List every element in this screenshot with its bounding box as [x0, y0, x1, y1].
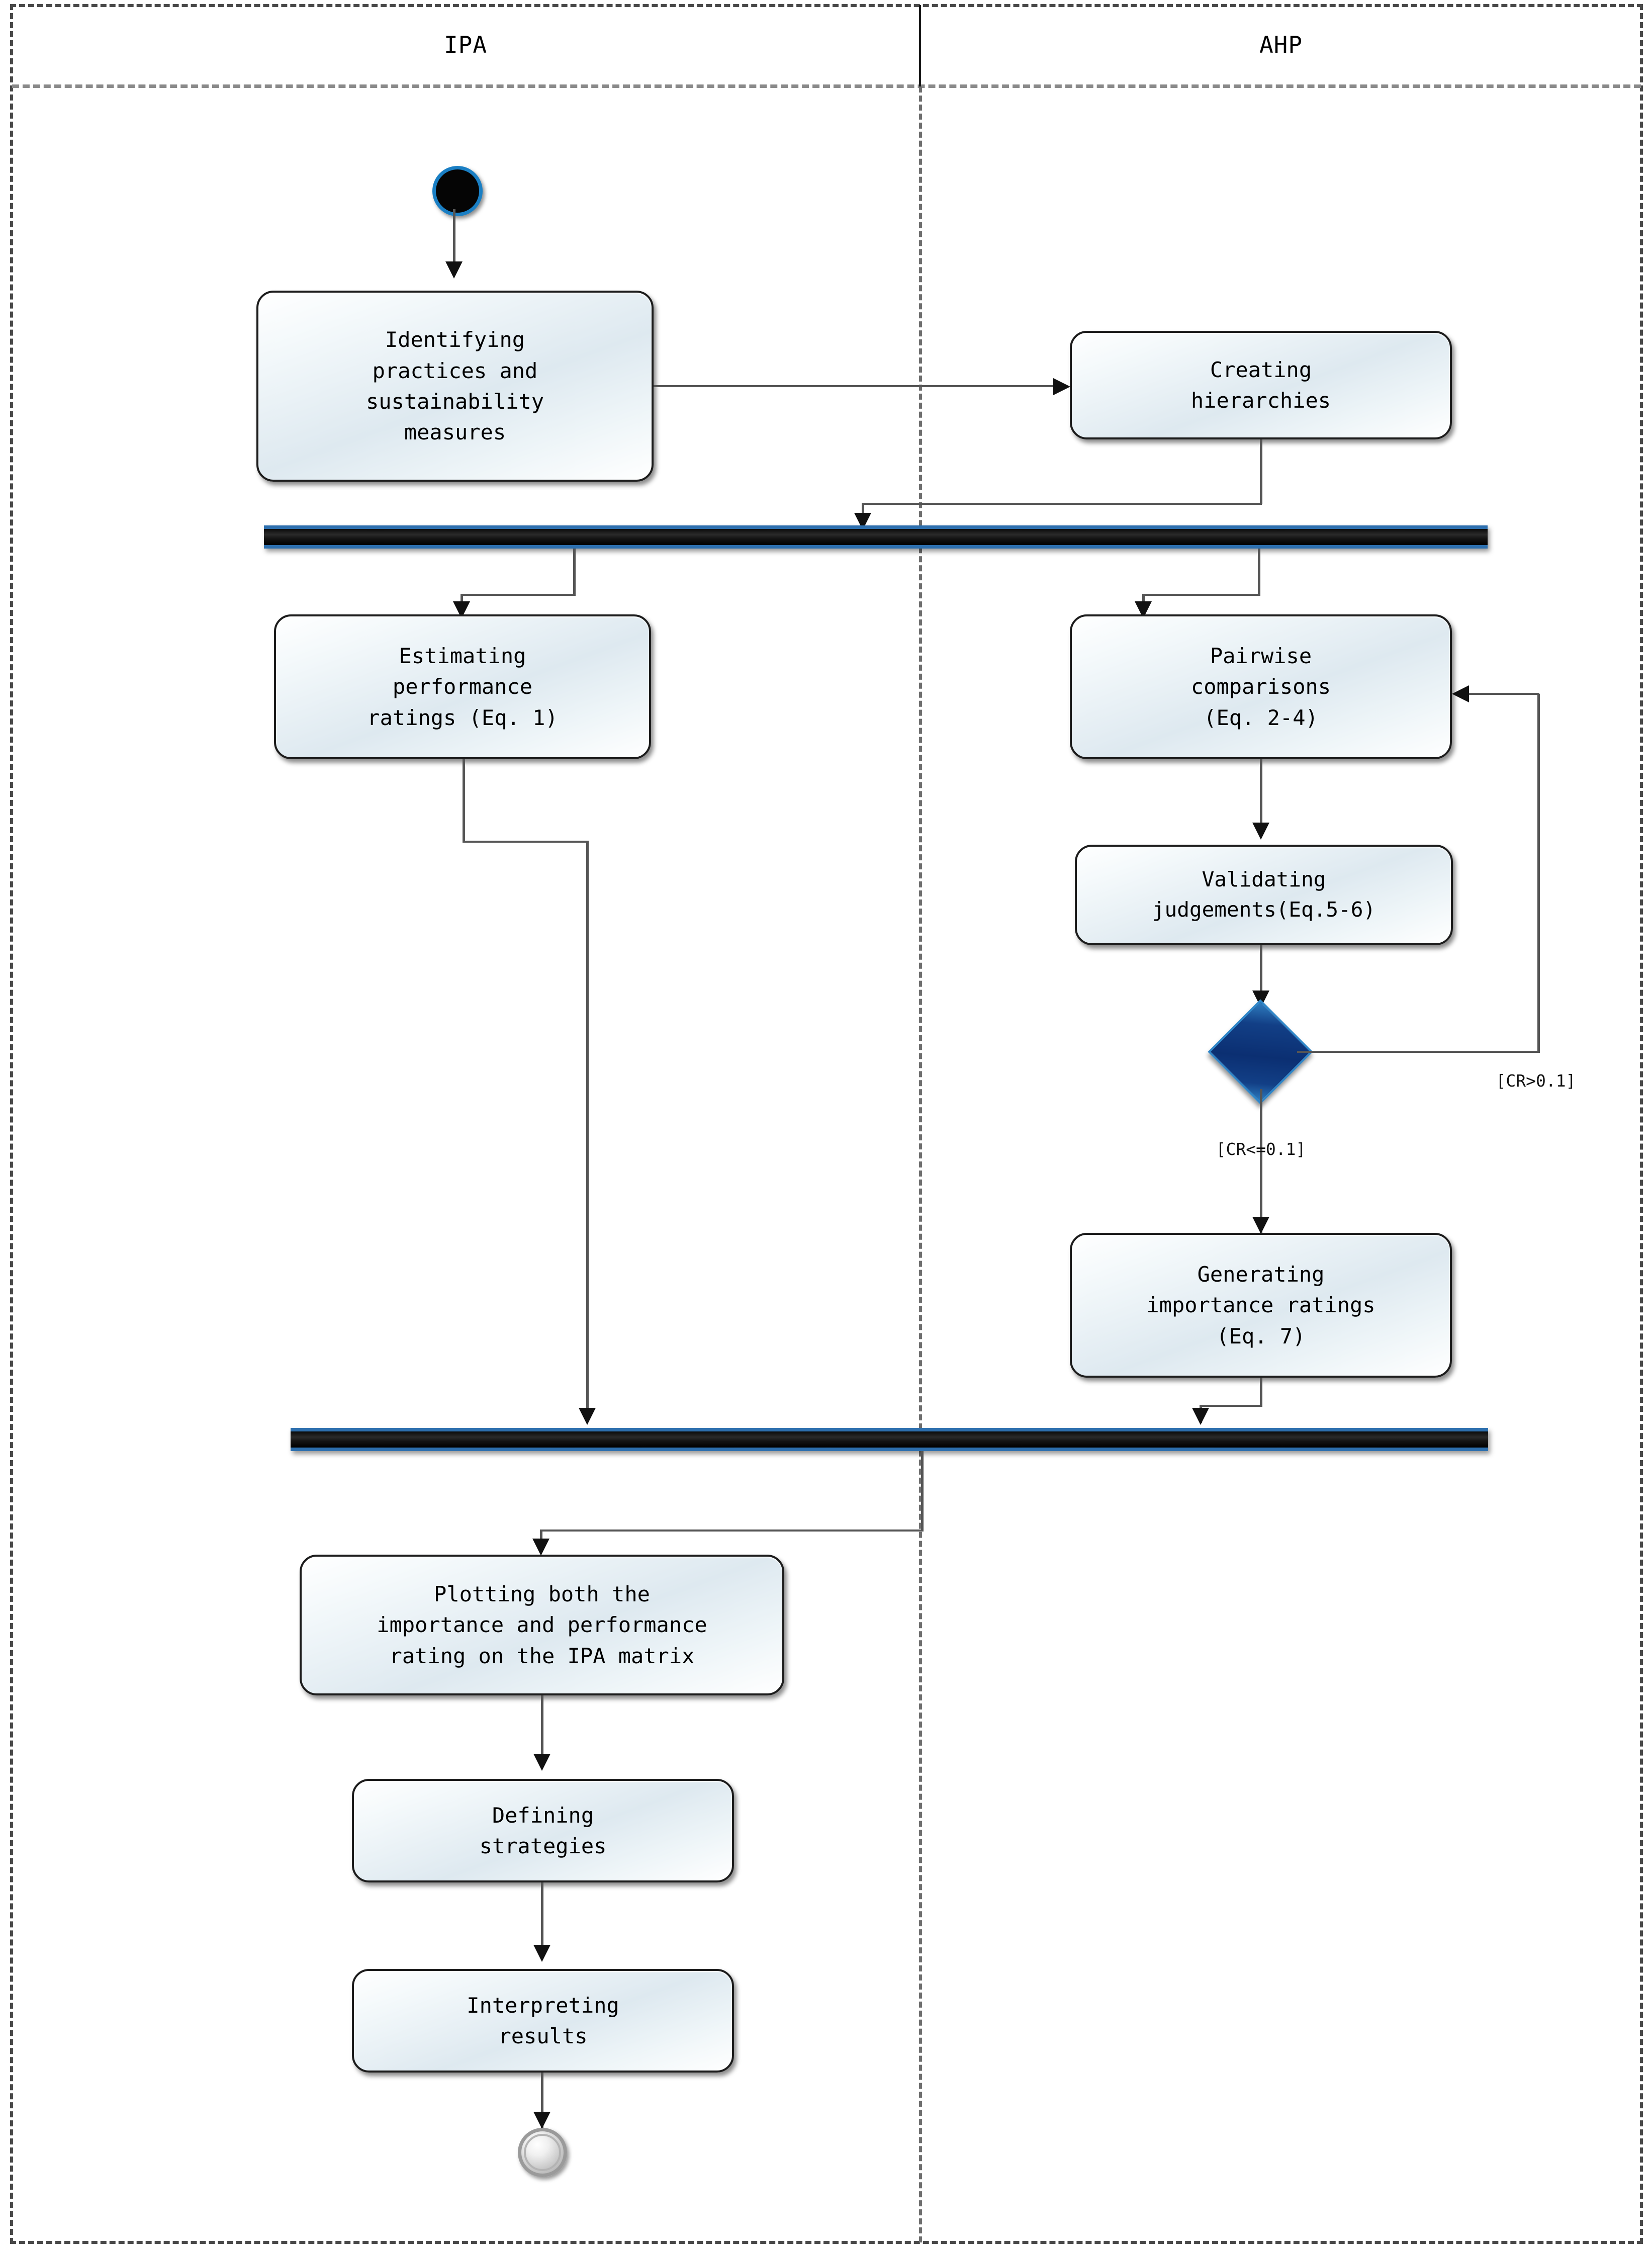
edge-pairwise-to-validating: [1260, 759, 1262, 830]
edge-fork-to-pairwise-seg2: [1142, 594, 1260, 596]
edge-interpreting-to-end-arrowhead: [533, 2112, 550, 2129]
edge-start-to-identify: [453, 209, 455, 264]
join-bar-lower: [291, 1428, 1488, 1451]
edge-join-to-plotting-seg2: [540, 1530, 923, 1532]
activity-estimating-performance-ratings[interactable]: Estimating performance ratings (Eq. 1): [274, 614, 651, 759]
activity-defining-strategies[interactable]: Defining strategies: [352, 1779, 734, 1882]
lane-title-ipa: IPA: [443, 31, 488, 58]
guard-label-cr-greater: [CR>0.1]: [1496, 1071, 1576, 1091]
edge-decision-to-pairwise-seg3: [1468, 693, 1539, 695]
lane-header-separator: [12, 84, 1641, 88]
edge-join-to-plotting-arrowhead: [532, 1539, 549, 1556]
edge-pairwise-to-validating-arrowhead: [1252, 823, 1269, 840]
activity-generating-importance-ratings[interactable]: Generating importance ratings (Eq. 7): [1070, 1233, 1452, 1378]
edge-identify-to-creating: [654, 385, 1056, 387]
edge-fork-to-estimating-seg2: [461, 594, 575, 596]
edge-start-to-identify-arrowhead: [445, 261, 463, 279]
guard-label-cr-less-equal: [CR<=0.1]: [1216, 1139, 1306, 1159]
edge-estimating-to-join-seg2: [463, 841, 588, 843]
edge-estimating-to-join-arrowhead: [579, 1408, 596, 1425]
edge-creating-to-fork-seg1: [1260, 439, 1262, 504]
edge-interpreting-to-end: [541, 2073, 543, 2128]
edge-decision-to-pairwise-seg2: [1537, 694, 1540, 1053]
edge-decision-to-pairwise-arrowhead: [1452, 685, 1469, 702]
edge-decision-to-generating-arrowhead: [1252, 1217, 1269, 1234]
edge-plotting-to-defining: [541, 1695, 543, 1761]
edge-generating-to-join-seg1: [1260, 1378, 1262, 1407]
edge-creating-to-fork-seg2: [862, 503, 1262, 505]
edge-generating-to-join-seg2: [1200, 1405, 1262, 1407]
activity-creating-hierarchies[interactable]: Creating hierarchies: [1070, 331, 1452, 439]
final-node: [518, 2128, 567, 2177]
lane-divider-body: [919, 86, 922, 2242]
edge-validating-to-decision: [1260, 945, 1262, 1001]
initial-node: [432, 166, 483, 216]
edge-defining-to-interpreting-arrowhead: [533, 1945, 550, 1962]
lane-divider-header: [919, 5, 921, 86]
edge-estimating-to-join-seg3: [586, 841, 589, 1419]
edge-decision-to-generating: [1260, 1089, 1262, 1240]
edge-defining-to-interpreting: [541, 1882, 543, 1953]
fork-bar-upper: [264, 525, 1488, 549]
lane-title-ahp: AHP: [1259, 31, 1303, 58]
edge-plotting-to-defining-arrowhead: [533, 1754, 550, 1771]
activity-plotting-ipa-matrix[interactable]: Plotting both the importance and perform…: [300, 1555, 784, 1695]
activity-identifying-practices[interactable]: Identifying practices and sustainability…: [256, 291, 654, 482]
activity-interpreting-results[interactable]: Interpreting results: [352, 1969, 734, 2073]
activity-validating-judgements[interactable]: Validating judgements(Eq.5-6): [1075, 845, 1453, 945]
edge-fork-to-estimating-seg1: [573, 549, 576, 596]
edge-join-to-plotting-seg1: [921, 1451, 924, 1532]
edge-identify-to-creating-arrowhead: [1053, 378, 1070, 395]
edge-fork-to-pairwise-seg1: [1258, 549, 1260, 596]
edge-decision-to-pairwise-seg1: [1297, 1051, 1539, 1053]
edge-generating-to-join-arrowhead: [1192, 1408, 1209, 1425]
activity-pairwise-comparisons[interactable]: Pairwise comparisons (Eq. 2-4): [1070, 614, 1452, 759]
edge-estimating-to-join-seg1: [463, 759, 465, 843]
